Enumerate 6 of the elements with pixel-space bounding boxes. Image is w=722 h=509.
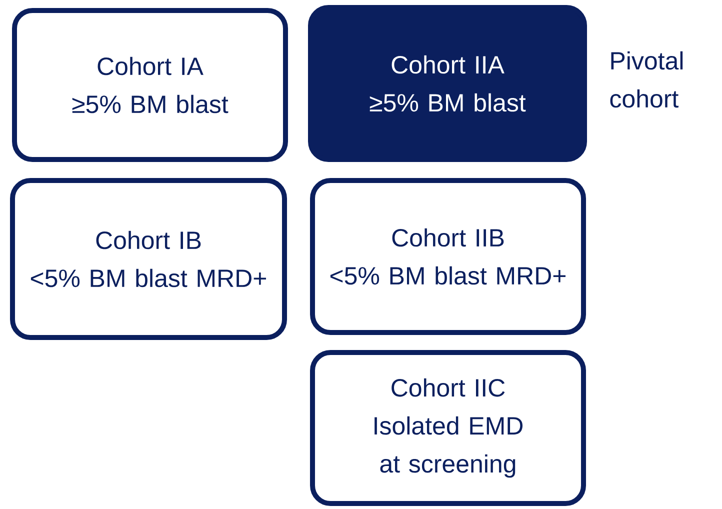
- cohort-box: Cohort IIB <5% BM blast MRD+: [310, 178, 586, 335]
- cohort-box: Cohort IIC Isolated EMD at screening: [310, 350, 586, 506]
- cohort-box: Cohort IB <5% BM blast MRD+: [10, 178, 287, 340]
- cohort-box: Cohort IA ≥5% BM blast: [12, 8, 288, 162]
- cohort-box: Cohort IIA ≥5% BM blast: [308, 5, 587, 162]
- side-label: Pivotal cohort: [610, 51, 683, 108]
